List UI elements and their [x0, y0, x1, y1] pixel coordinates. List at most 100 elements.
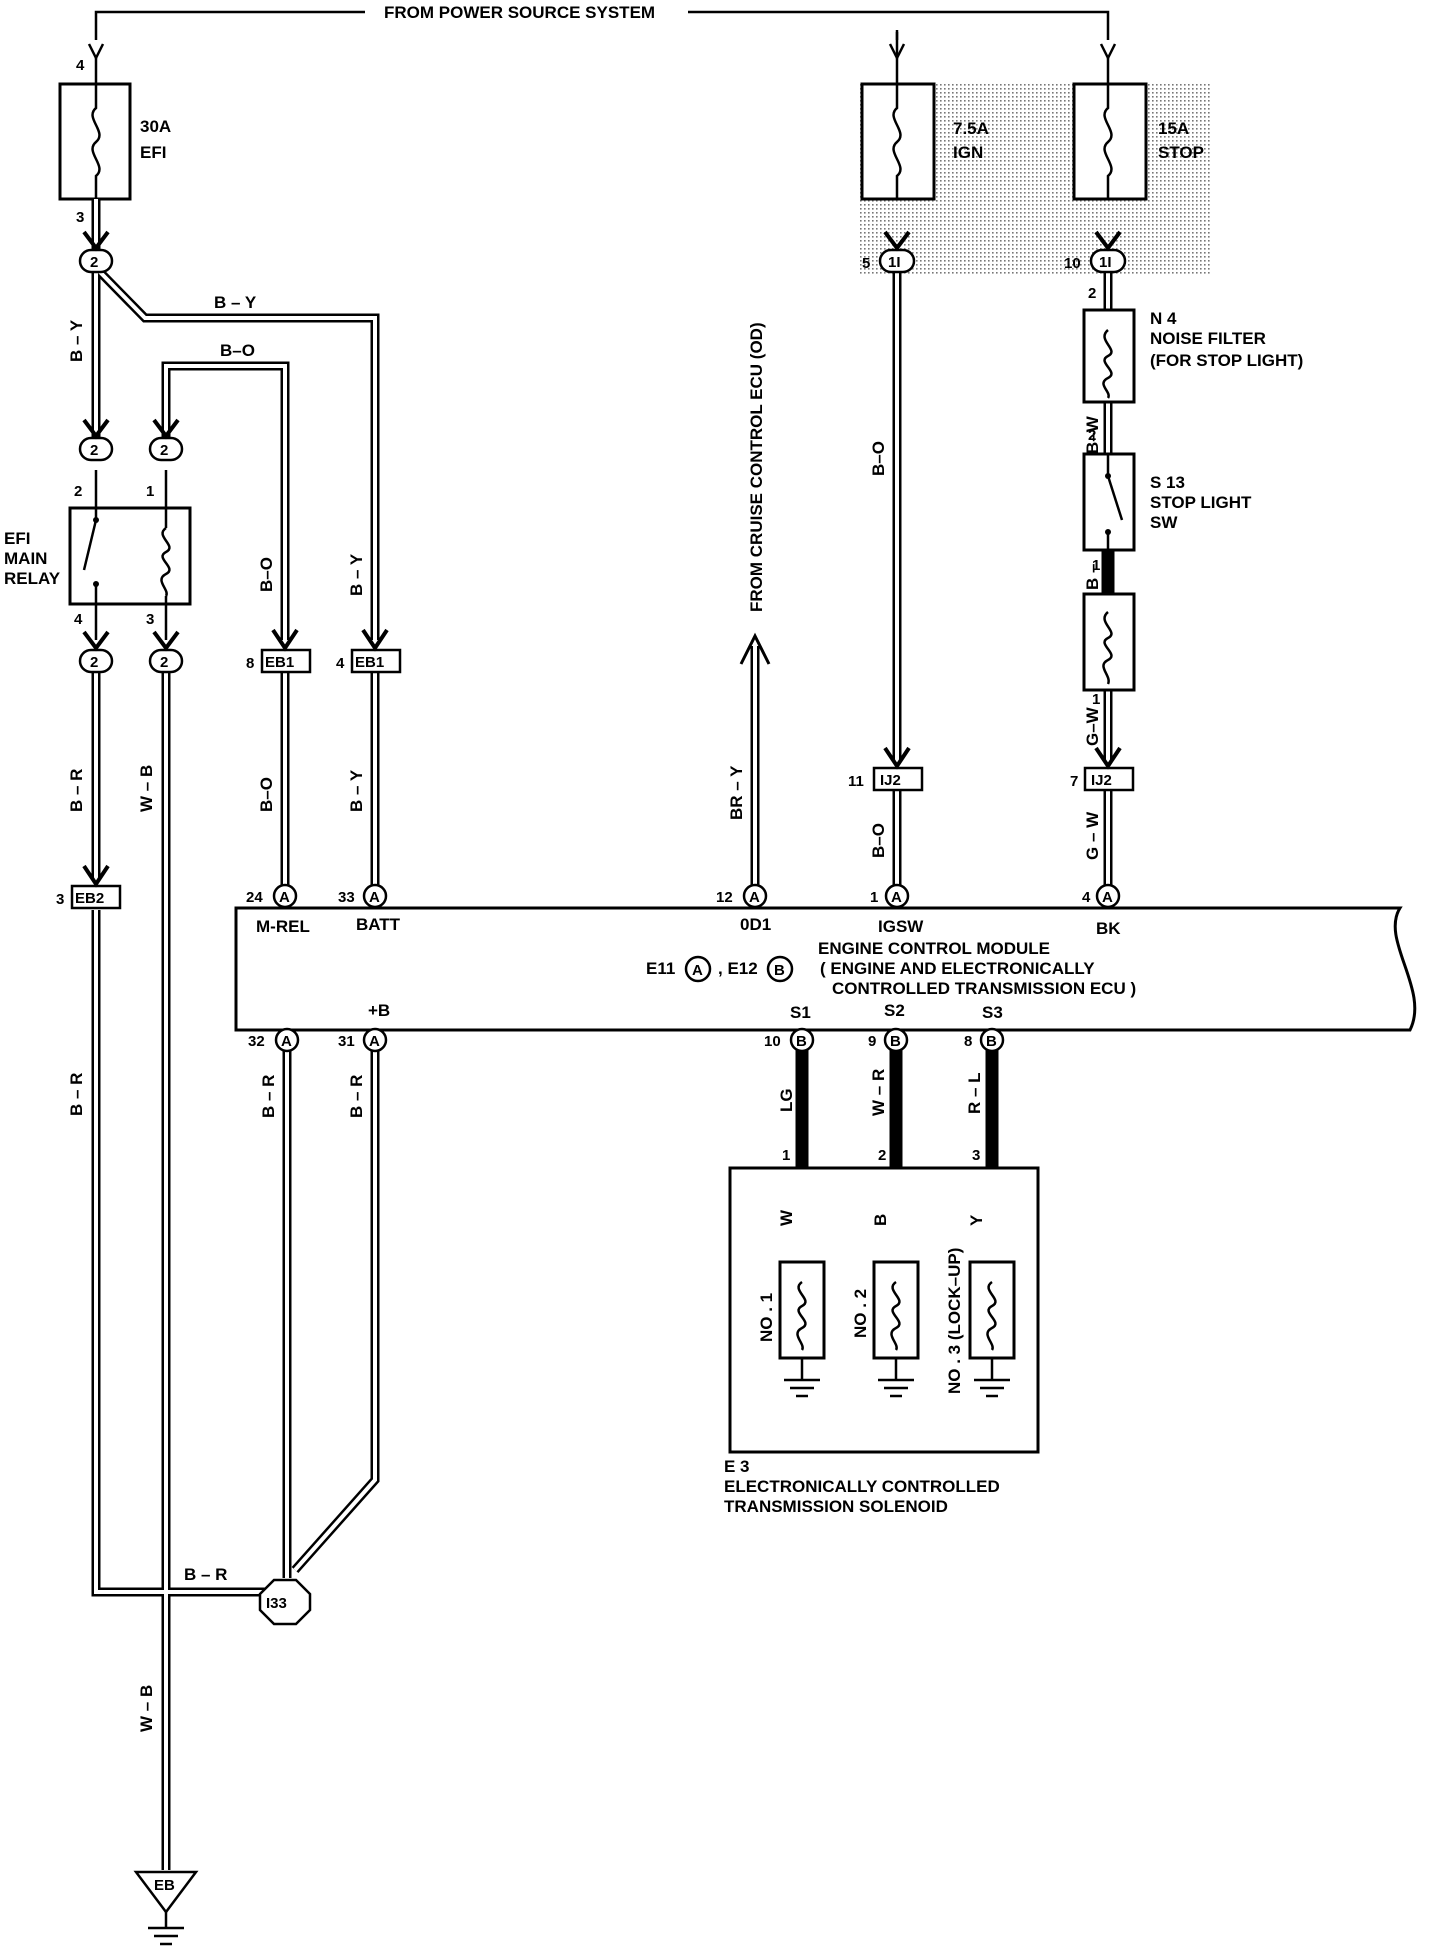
- svg-text:S3: S3: [982, 1003, 1003, 1022]
- svg-text:S1: S1: [790, 1003, 811, 1022]
- svg-text:B: B: [986, 1033, 997, 1050]
- svg-text:W – B: W – B: [137, 1685, 156, 1732]
- svg-text:BK: BK: [1096, 919, 1121, 938]
- fuse-ign-name: IGN: [953, 143, 983, 162]
- svg-text:B – R: B – R: [67, 1073, 86, 1116]
- svg-text:2: 2: [90, 254, 98, 271]
- svg-text:4: 4: [336, 655, 345, 672]
- noise-filter-n4: N 4 NOISE FILTER (FOR STOP LIGHT): [1082, 308, 1303, 404]
- svg-text:B – R: B – R: [67, 769, 86, 812]
- n4-name: NOISE FILTER: [1150, 329, 1266, 348]
- svg-text:33: 33: [338, 889, 355, 906]
- svg-text:E11: E11: [646, 959, 675, 978]
- svg-text:LG: LG: [777, 1088, 796, 1112]
- ecm-title: ENGINE CONTROL MODULE: [818, 939, 1050, 958]
- svg-text:BATT: BATT: [356, 915, 401, 934]
- relay-label-3: RELAY: [4, 569, 61, 588]
- svg-text:31: 31: [338, 1033, 355, 1050]
- svg-text:B –: B –: [1083, 564, 1102, 590]
- svg-text:B–O: B–O: [257, 777, 276, 812]
- e3-name1: ELECTRONICALLY CONTROLLED: [724, 1477, 1000, 1496]
- svg-text:I33: I33: [266, 1595, 287, 1612]
- svg-text:1: 1: [782, 1147, 790, 1164]
- svg-text:1: 1: [1092, 557, 1100, 574]
- svg-text:B – Y: B – Y: [214, 293, 257, 312]
- svg-text:B–O: B–O: [869, 823, 888, 858]
- ecm-sub2: CONTROLLED TRANSMISSION ECU ): [832, 979, 1136, 998]
- relay-pin-3: 3: [146, 611, 154, 628]
- svg-text:3: 3: [56, 891, 64, 908]
- connectors-ij2: IJ2 11 IJ2 7: [848, 766, 1135, 792]
- ecm-sub1: ( ENGINE AND ELECTRONICALLY: [820, 959, 1095, 978]
- svg-text:B–O: B–O: [257, 557, 276, 592]
- s13-name2: SW: [1150, 513, 1178, 532]
- svg-text:+B: +B: [368, 1001, 390, 1020]
- svg-text:A: A: [749, 889, 760, 906]
- svg-text:1I: 1I: [888, 254, 901, 271]
- stop-light-switch-s13: S 13 STOP LIGHT SW: [1082, 452, 1252, 552]
- svg-text:2: 2: [90, 654, 98, 671]
- svg-text:B: B: [796, 1033, 807, 1050]
- svg-text:B – Y: B – Y: [347, 553, 366, 596]
- svg-text:8: 8: [246, 655, 254, 672]
- fuse-ign: 7.5A IGN: [860, 82, 989, 201]
- svg-text:IGSW: IGSW: [878, 917, 924, 936]
- svg-text:5: 5: [862, 255, 870, 272]
- solenoid-box-e3: 1 2 3 NO . 1 NO . 2 NO . 3 (LOCK–UP) E 3…: [724, 1147, 1040, 1516]
- svg-text:7: 7: [1070, 773, 1078, 790]
- wire-labels: B – Y B – Y B–O B–O B – Y B – R W – B B–…: [67, 285, 1102, 1732]
- arrowheads: [82, 230, 1122, 888]
- junction-i33: I33: [258, 1578, 312, 1626]
- fuse-stop: 15A STOP: [1072, 82, 1204, 201]
- s13-code: S 13: [1150, 473, 1185, 492]
- svg-text:B: B: [890, 1033, 901, 1050]
- svg-text:9: 9: [868, 1033, 876, 1050]
- fuse-efi: 30A EFI 4 3: [58, 57, 171, 226]
- svg-text:B – R: B – R: [259, 1075, 278, 1118]
- svg-text:EB: EB: [154, 1877, 175, 1894]
- svg-text:3: 3: [972, 1147, 980, 1164]
- svg-text:2: 2: [1088, 285, 1096, 302]
- svg-text:W: W: [777, 1209, 796, 1226]
- svg-text:A: A: [369, 889, 380, 906]
- svg-text:B – R: B – R: [347, 1075, 366, 1118]
- svg-text:10: 10: [764, 1033, 781, 1050]
- connectors-eb1: EB1 8 EB1 4: [246, 648, 402, 674]
- svg-text:B: B: [774, 962, 785, 979]
- ecm-box: [234, 906, 1417, 1032]
- svg-text:A: A: [891, 889, 902, 906]
- connector-eb2: EB2 3: [56, 884, 122, 910]
- e3-code: E 3: [724, 1457, 750, 1476]
- svg-text:A: A: [281, 1033, 292, 1050]
- solenoid-no3: NO . 3 (LOCK–UP): [945, 1248, 964, 1394]
- svg-text:12: 12: [716, 889, 733, 906]
- svg-text:2: 2: [878, 1147, 886, 1164]
- svg-text:B–W: B–W: [1083, 415, 1102, 454]
- ecm-top-pins: A 24 A 33 A 12 A 1 A 4: [246, 883, 1121, 909]
- svg-text:2: 2: [160, 442, 168, 459]
- efi-main-relay: EFI MAIN RELAY 2 1 4 3: [4, 470, 192, 640]
- svg-text:IJ2: IJ2: [1091, 772, 1112, 789]
- svg-text:A: A: [692, 962, 703, 979]
- ground-eb: EB: [133, 1870, 199, 1946]
- svg-text:B–O: B–O: [869, 441, 888, 476]
- svg-text:2: 2: [90, 442, 98, 459]
- ecm-bottom-pins: A 32 A 31 B 10 B 9 B 8: [248, 1027, 1005, 1053]
- svg-text:A: A: [369, 1033, 380, 1050]
- power-source-label: FROM POWER SOURCE SYSTEM: [384, 3, 655, 22]
- svg-text:8: 8: [964, 1033, 972, 1050]
- svg-text:B – Y: B – Y: [67, 319, 86, 362]
- svg-text:0D1: 0D1: [740, 915, 771, 934]
- svg-text:32: 32: [248, 1033, 265, 1050]
- svg-text:G–W: G–W: [1083, 706, 1102, 746]
- svg-text:EB1: EB1: [355, 654, 384, 671]
- svg-text:B – Y: B – Y: [347, 769, 366, 812]
- svg-text:4: 4: [1082, 889, 1091, 906]
- relay-pin-1: 1: [146, 483, 154, 500]
- svg-text:W – B: W – B: [137, 765, 156, 812]
- relay-label-1: EFI: [4, 529, 30, 548]
- svg-text:2: 2: [1088, 427, 1096, 444]
- fuse-ign-rating: 7.5A: [953, 119, 989, 138]
- n4-note: (FOR STOP LIGHT): [1150, 351, 1303, 370]
